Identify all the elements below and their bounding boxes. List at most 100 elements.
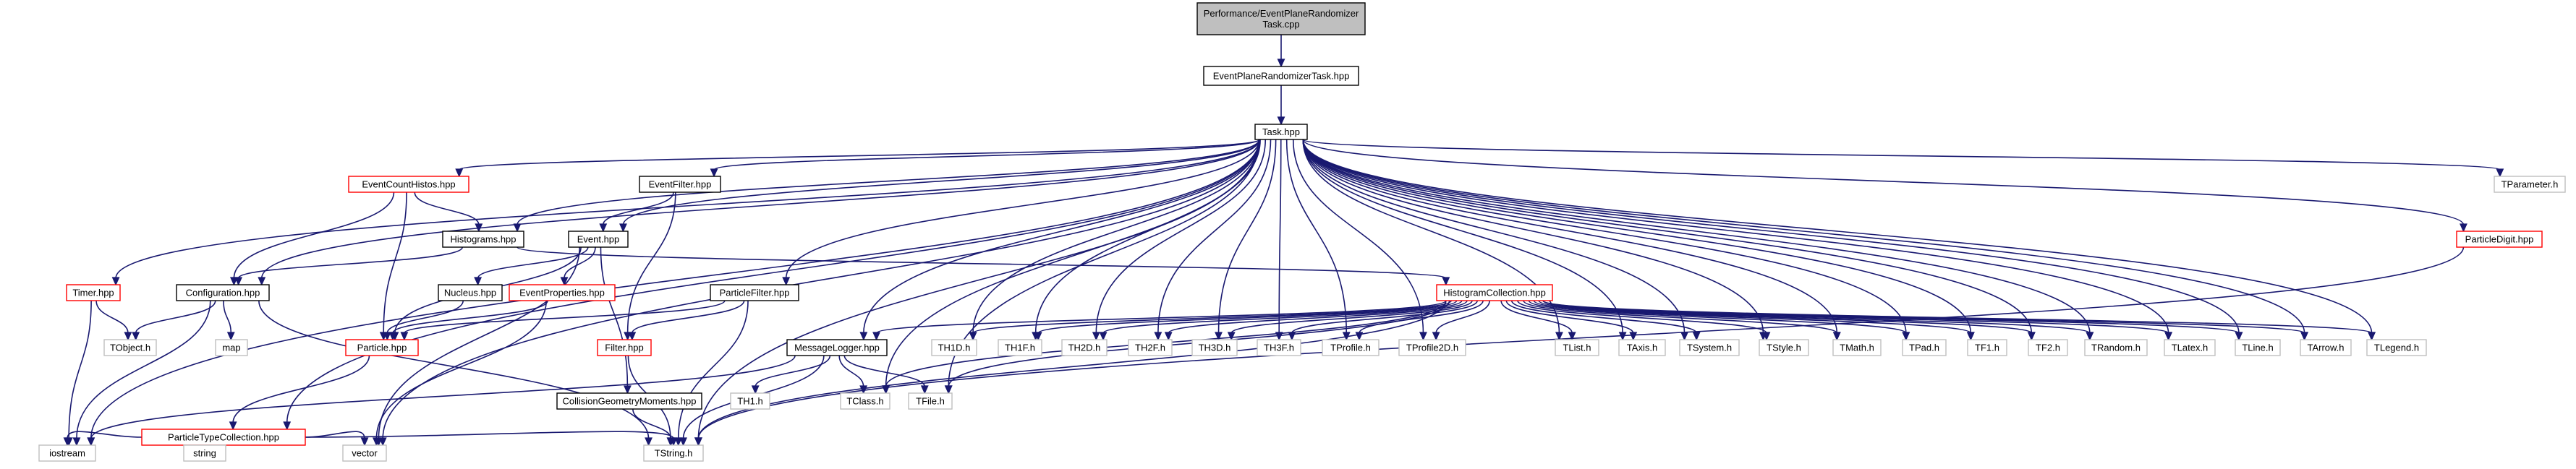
- edge-line: [95, 300, 129, 334]
- arrowhead-icon: [1154, 332, 1162, 341]
- node-box: [2300, 339, 2352, 356]
- arrowhead-icon: [2300, 332, 2309, 341]
- node-evfilt[interactable]: EventFilter.hpp: [639, 176, 721, 193]
- node-box: [556, 392, 702, 410]
- arrowhead-icon: [400, 332, 409, 341]
- arrowhead-icon: [944, 385, 953, 395]
- node-tstyle: TStyle.h: [1759, 339, 1809, 356]
- node-box: [1254, 124, 1308, 140]
- node-evprops[interactable]: EventProperties.hpp: [509, 284, 616, 301]
- edge-task-to-ptc: [283, 139, 1260, 431]
- edge-event-to-cgm: [600, 246, 632, 395]
- node-tprofile2d: TProfile2D.h: [1398, 339, 1466, 356]
- edge-line: [972, 139, 1260, 334]
- node-box: [1257, 339, 1301, 356]
- edge-ech-to-histos: [414, 192, 483, 233]
- edge-line: [1302, 139, 1838, 334]
- node-label: TPad.h: [1909, 343, 1939, 353]
- node-label: TH3F.h: [1264, 343, 1294, 353]
- arrowhead-icon: [2368, 332, 2376, 341]
- edge-config-to-map: [223, 300, 235, 341]
- edge-line: [1302, 139, 2373, 334]
- node-label: TStyle.h: [1767, 343, 1801, 353]
- node-msglog[interactable]: MessageLogger.hpp: [786, 339, 888, 356]
- edge-timer-to-tobject: [95, 300, 132, 341]
- edge-line: [1168, 300, 1468, 334]
- edge-line: [135, 300, 216, 334]
- edge-ptc-to-iostream: [63, 431, 143, 447]
- node-histcoll[interactable]: HistogramCollection.hpp: [1436, 284, 1553, 301]
- node-tpad: TPad.h: [1902, 339, 1947, 356]
- node-event[interactable]: Event.hpp: [568, 231, 629, 248]
- node-box: [1967, 339, 2007, 356]
- node-string: string: [183, 444, 226, 462]
- node-box: [840, 392, 890, 410]
- edge-config-to-tstring: [258, 300, 652, 447]
- node-pdigit[interactable]: ParticleDigit.hpp: [2456, 231, 2543, 248]
- node-ptc[interactable]: ParticleTypeCollection.hpp: [141, 429, 306, 446]
- node-task[interactable]: Task.hpp: [1254, 124, 1308, 140]
- node-label: TMath.h: [1840, 343, 1874, 353]
- arrowhead-icon: [623, 385, 632, 395]
- arrowhead-icon: [2086, 332, 2094, 341]
- edge-line: [838, 355, 864, 387]
- edge-line: [392, 300, 548, 334]
- edge-line: [260, 139, 1260, 279]
- edge-histcoll-to-tmath: [1523, 300, 1841, 341]
- node-label: Nucleus.hpp: [444, 288, 496, 298]
- edge-line: [375, 300, 547, 439]
- node-label: CollisionGeometryMoments.hpp: [563, 396, 697, 407]
- edge-line: [972, 300, 1453, 334]
- edge-histcoll-to-tlist: [1500, 300, 1576, 341]
- node-label: TLegend.h: [2374, 343, 2419, 353]
- edge-line: [68, 300, 92, 439]
- edge-line: [697, 300, 1447, 439]
- node-box: [643, 444, 704, 462]
- edge-line: [67, 431, 143, 439]
- node-config[interactable]: Configuration.hpp: [176, 284, 270, 301]
- edge-ptc-to-vector: [305, 431, 369, 447]
- edge-histcoll-to-th3d: [1227, 300, 1473, 341]
- edge-task-to-ech: [455, 139, 1260, 178]
- edge-line: [383, 192, 407, 334]
- node-pfilt[interactable]: ParticleFilter.hpp: [710, 284, 799, 301]
- node-th2d: TH2D.h: [1061, 339, 1108, 356]
- arrowhead-icon: [599, 223, 608, 233]
- arrowhead-icon: [513, 223, 522, 233]
- arrowhead-icon: [383, 332, 391, 341]
- node-tclass: TClass.h: [840, 392, 890, 410]
- node-filter[interactable]: Filter.hpp: [597, 339, 652, 356]
- node-box: [1203, 66, 1359, 86]
- arrowhead-icon: [1568, 332, 1576, 341]
- node-eprt[interactable]: EventPlaneRandomizerTask.hpp: [1203, 66, 1359, 86]
- node-root[interactable]: Performance/EventPlaneRandomizerTask.cpp: [1196, 2, 1366, 35]
- node-box: [1436, 284, 1553, 301]
- arrowhead-icon: [229, 421, 237, 431]
- edge-line: [1538, 300, 2033, 334]
- arrowhead-icon: [2460, 223, 2467, 233]
- arrowhead-icon: [372, 437, 381, 447]
- edge-pdigit-to-tstring: [694, 246, 2465, 447]
- arrowhead-icon: [666, 437, 675, 447]
- node-cgm[interactable]: CollisionGeometryMoments.hpp: [556, 392, 702, 410]
- edge-line: [386, 300, 464, 334]
- arrowhead-icon: [111, 277, 120, 286]
- edge-line: [622, 139, 1260, 225]
- node-particle[interactable]: Particle.hpp: [345, 339, 419, 356]
- node-histos[interactable]: Histograms.hpp: [442, 231, 524, 248]
- node-label: TH2D.h: [1068, 343, 1101, 353]
- edge-line: [232, 355, 370, 423]
- edge-line: [1302, 139, 2305, 334]
- arrowhead-icon: [1629, 332, 1638, 341]
- node-th3d: TH3D.h: [1191, 339, 1238, 356]
- arrowhead-icon: [475, 223, 483, 233]
- edge-task-to-tprofile2d: [1292, 139, 1427, 341]
- node-box: [38, 444, 96, 462]
- arrowhead-icon: [859, 332, 868, 341]
- edge-histcoll-to-tlegend: [1542, 300, 2376, 341]
- node-nucleus[interactable]: Nucleus.hpp: [438, 284, 503, 301]
- edge-line: [286, 139, 1260, 423]
- node-ech[interactable]: EventCountHistos.hpp: [348, 176, 469, 193]
- node-timer[interactable]: Timer.hpp: [66, 284, 121, 301]
- edge-line: [875, 300, 1447, 334]
